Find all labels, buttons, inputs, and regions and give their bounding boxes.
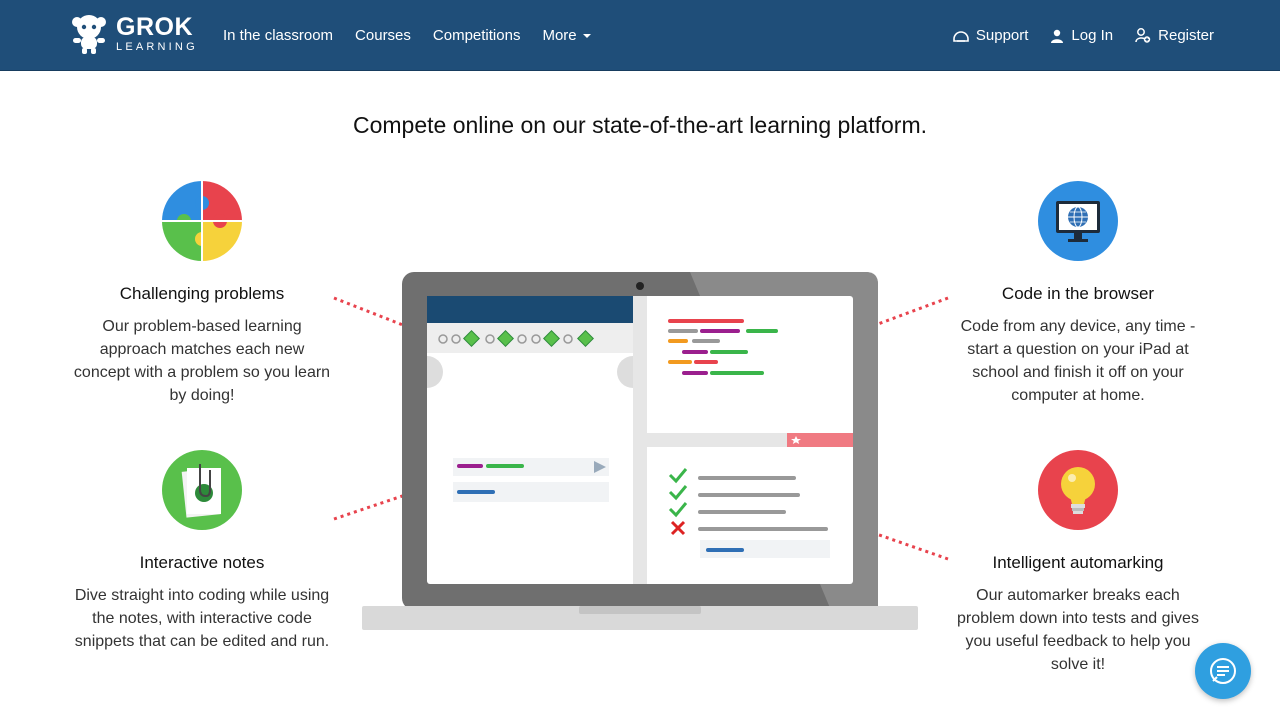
grok-mascot-icon — [72, 15, 106, 54]
notes-icon — [162, 450, 242, 530]
grok-logo[interactable]: GROK LEARNING — [68, 13, 198, 55]
logo-wordmark: GROK — [116, 13, 193, 41]
register-label: Register — [1158, 27, 1214, 44]
puzzle-icon — [162, 181, 242, 261]
feature-intelligent-automarking: Intelligent automarking Our automarker b… — [948, 450, 1208, 676]
page-headline: Compete online on our state-of-the-art l… — [352, 112, 928, 138]
account-nav: Support Log In Register — [931, 0, 1214, 71]
monitor-globe-icon — [1038, 181, 1118, 261]
feature-title: Code in the browser — [1001, 284, 1155, 303]
register-link[interactable]: Register — [1135, 27, 1214, 44]
user-icon — [1051, 29, 1064, 43]
top-navbar: GROK LEARNING In the classroom Courses C… — [0, 0, 1280, 71]
nav-more-dropdown[interactable]: More — [542, 27, 591, 44]
feature-interactive-notes: Interactive notes Dive straight into cod… — [72, 450, 332, 653]
caret-down-icon — [582, 34, 591, 39]
nav-more-label: More — [542, 27, 577, 44]
logo-subtitle: LEARNING — [116, 41, 198, 53]
feature-description: Our automarker breaks each problem down … — [957, 587, 1199, 673]
laptop-illustration — [362, 272, 918, 630]
nav-in-the-classroom[interactable]: In the classroom — [223, 27, 334, 44]
feature-description: Code from any device, any time - start a… — [960, 318, 1196, 404]
chat-icon — [1210, 658, 1236, 684]
feature-description: Our problem-based learning approach matc… — [73, 318, 331, 404]
chat-button[interactable] — [1195, 643, 1251, 699]
support-link[interactable]: Support — [953, 27, 1029, 44]
feature-challenging-problems: Challenging problems Our problem-based l… — [72, 181, 332, 407]
feature-title: Intelligent automarking — [992, 553, 1164, 572]
feature-code-in-browser: Code in the browser Code from any device… — [948, 181, 1208, 407]
login-link[interactable]: Log In — [1050, 27, 1113, 44]
lightbulb-icon — [1038, 450, 1118, 530]
primary-nav: In the classroom Courses Competitions Mo… — [223, 0, 613, 71]
nav-courses[interactable]: Courses — [355, 27, 411, 44]
login-label: Log In — [1071, 27, 1114, 44]
feature-title: Challenging problems — [119, 284, 285, 303]
feature-title: Interactive notes — [139, 553, 265, 572]
support-icon — [953, 30, 969, 42]
nav-competitions[interactable]: Competitions — [432, 27, 521, 44]
feature-description: Dive straight into coding while using th… — [74, 587, 330, 650]
add-user-icon — [1135, 28, 1151, 43]
support-label: Support — [975, 27, 1029, 44]
